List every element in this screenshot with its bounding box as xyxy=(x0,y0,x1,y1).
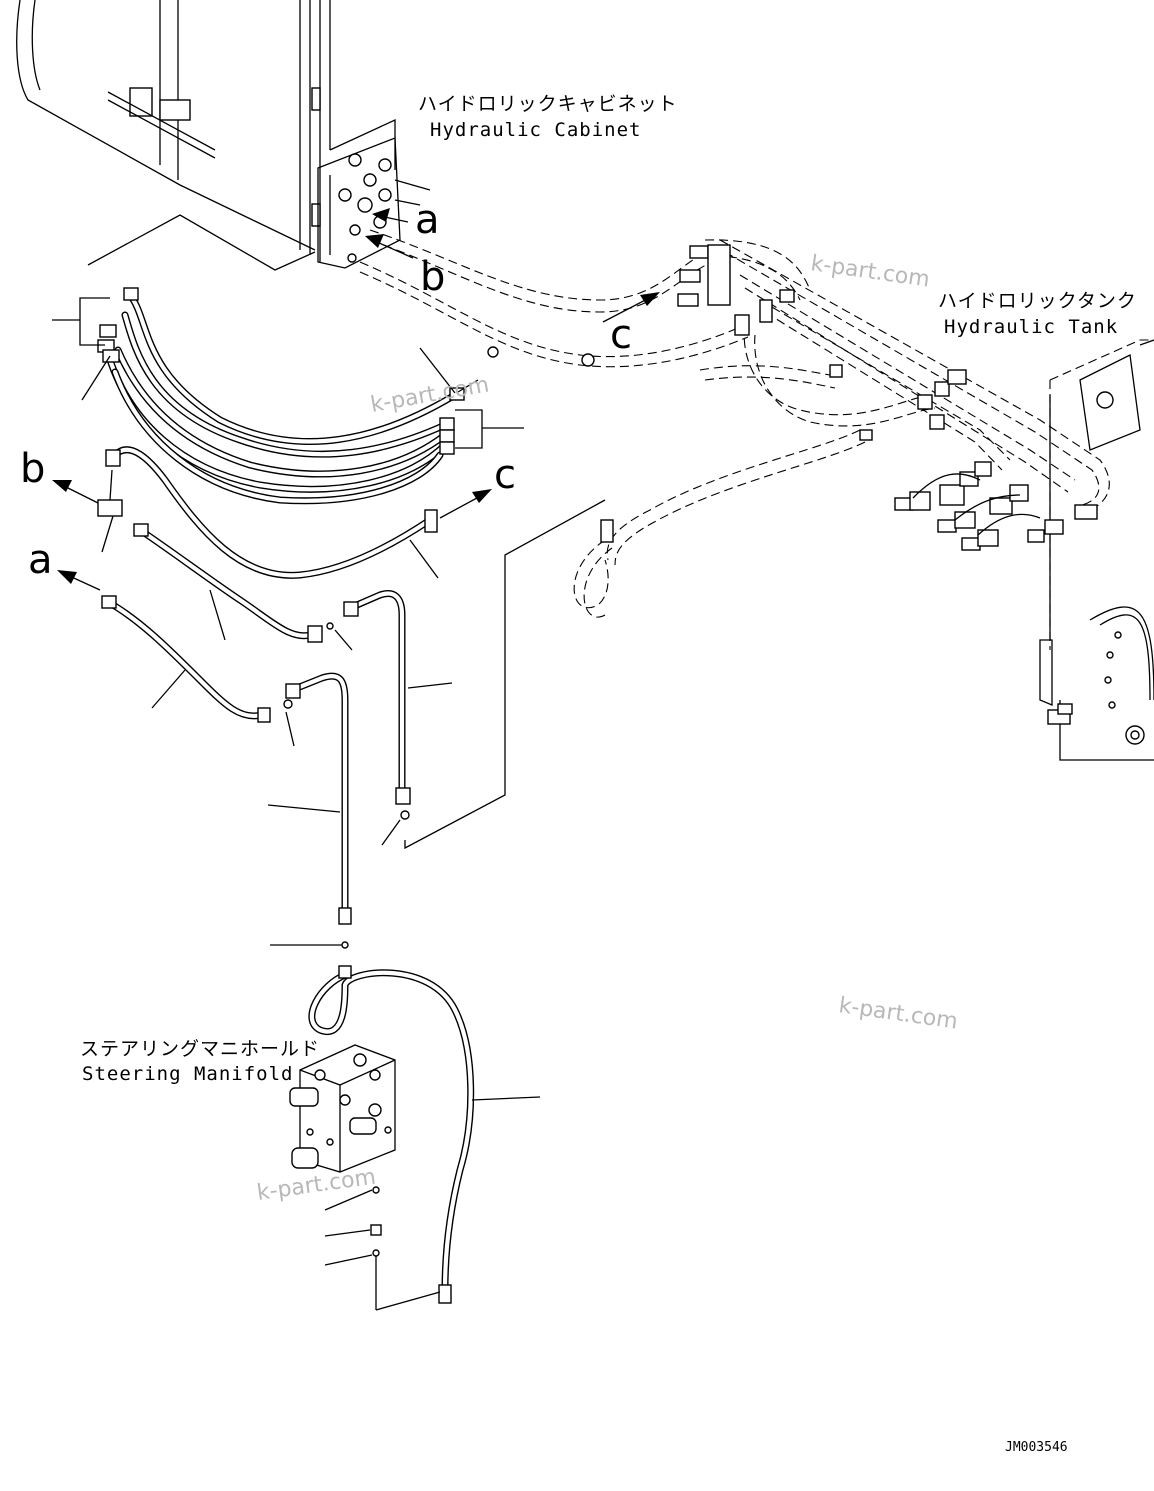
label-cabinet-en: Hydraulic Cabinet xyxy=(430,119,641,141)
label-steering-manifold: ステアリングマニホールド Steering Manifold xyxy=(80,1038,320,1085)
rigid-tubes xyxy=(267,499,606,949)
watermark: k-part.com xyxy=(809,251,931,292)
watermark: k-part.com xyxy=(255,1165,377,1206)
hydraulic-tank-body xyxy=(1039,339,1154,761)
tank-couplers xyxy=(894,461,1098,551)
hose-a xyxy=(57,570,295,747)
tank-top-fittings xyxy=(677,244,967,441)
callout-a-left: a xyxy=(28,537,53,583)
steering-supply-hose xyxy=(308,965,541,1311)
watermark: k-part.com xyxy=(837,993,959,1034)
label-cabinet-jp: ハイドロリックキャビネット xyxy=(418,93,678,115)
label-tank-en: Hydraulic Tank xyxy=(944,316,1118,338)
label-manifold-jp: ステアリングマニホールド xyxy=(80,1038,320,1060)
label-manifold-en: Steering Manifold xyxy=(82,1063,293,1085)
callout-b-top: b xyxy=(420,254,445,300)
callout-c-right: c xyxy=(494,452,516,498)
cabinet-port-arrows xyxy=(365,208,414,259)
callout-a-top: a xyxy=(415,197,440,243)
label-tank-jp: ハイドロリックタンク xyxy=(938,290,1137,312)
tee-hose-assembly xyxy=(52,446,492,643)
drawing-code: JM003546 xyxy=(1005,1440,1068,1455)
steering-manifold xyxy=(289,1044,396,1266)
label-hydraulic-cabinet: ハイドロリックキャビネット Hydraulic Cabinet xyxy=(418,93,678,141)
callout-b-left: b xyxy=(20,446,45,492)
hydraulic-cabinet-body xyxy=(16,0,431,271)
dashed-hose-run xyxy=(359,229,1110,618)
arrow-c-top xyxy=(602,292,660,323)
hose-bundle xyxy=(52,287,524,505)
label-hydraulic-tank: ハイドロリックタンク Hydraulic Tank xyxy=(938,290,1137,338)
callout-c-top: c xyxy=(610,312,632,358)
